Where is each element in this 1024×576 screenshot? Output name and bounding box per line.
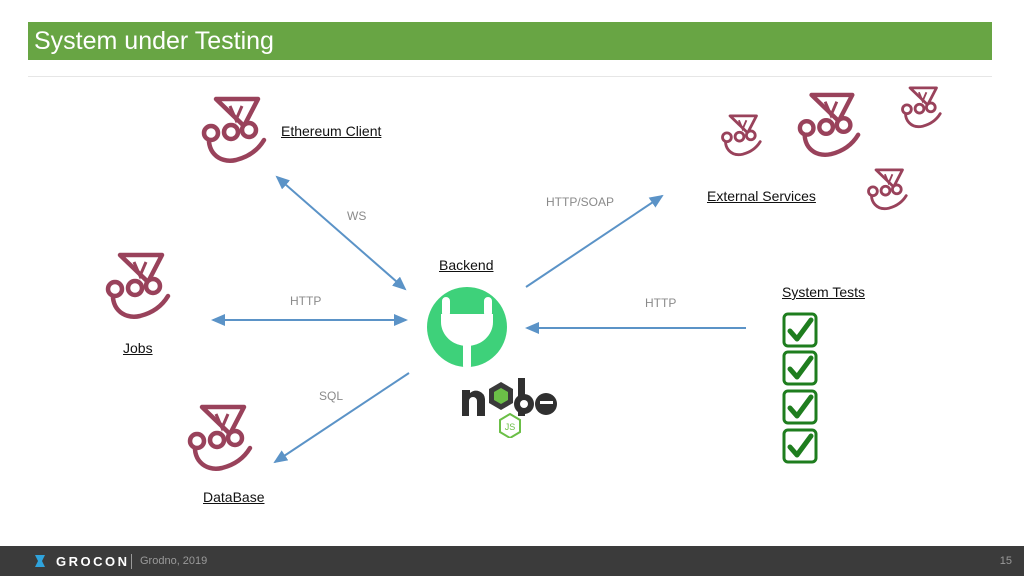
edge-label-http-soap: HTTP/SOAP xyxy=(546,195,615,209)
external-services-label: External Services xyxy=(707,188,816,204)
grocon-logo-icon xyxy=(35,555,45,567)
external-service-jest-icon-3 xyxy=(901,86,942,129)
external-service-jest-icon-4 xyxy=(867,168,908,211)
footer: GROCON Grodno, 2019 15 xyxy=(0,546,1024,576)
slide-title: System under Testing xyxy=(34,27,274,55)
edge-label-http-jobs: HTTP xyxy=(290,294,322,308)
arrow-ethereum-backend xyxy=(275,175,407,291)
edge-label-ws: WS xyxy=(347,209,367,223)
plug-icon xyxy=(427,287,507,370)
checkmark-icon-4 xyxy=(784,430,816,462)
ethereum-client-label: Ethereum Client xyxy=(281,123,382,139)
nodejs-icon: JS xyxy=(462,378,557,438)
external-service-jest-icon-2 xyxy=(800,95,858,155)
checkmark-icon-3 xyxy=(784,391,816,423)
title-divider xyxy=(28,76,992,77)
edge-label-http-tests: HTTP xyxy=(645,296,677,310)
footer-divider xyxy=(131,554,132,569)
jobs-jest-icon xyxy=(108,255,168,317)
database-label: DataBase xyxy=(203,489,265,505)
arrow-backend-database xyxy=(273,372,410,464)
svg-text:JS: JS xyxy=(505,422,516,432)
backend-label: Backend xyxy=(439,257,494,273)
checkmark-icon-1 xyxy=(784,314,816,346)
footer-brand: GROCON xyxy=(56,554,130,569)
jobs-label: Jobs xyxy=(123,340,153,356)
footer-subtitle: Grodno, 2019 xyxy=(140,555,208,567)
edge-label-sql: SQL xyxy=(319,389,344,403)
database-jest-icon xyxy=(190,407,250,469)
checkmark-icon-2 xyxy=(784,352,816,384)
ethereum-client-jest-icon xyxy=(204,99,264,161)
page-number: 15 xyxy=(999,555,1012,567)
arrow-backend-external xyxy=(525,194,664,288)
system-tests-label: System Tests xyxy=(782,284,865,300)
external-service-jest-icon-1 xyxy=(721,114,762,157)
title-bar: System under Testing xyxy=(28,22,992,60)
